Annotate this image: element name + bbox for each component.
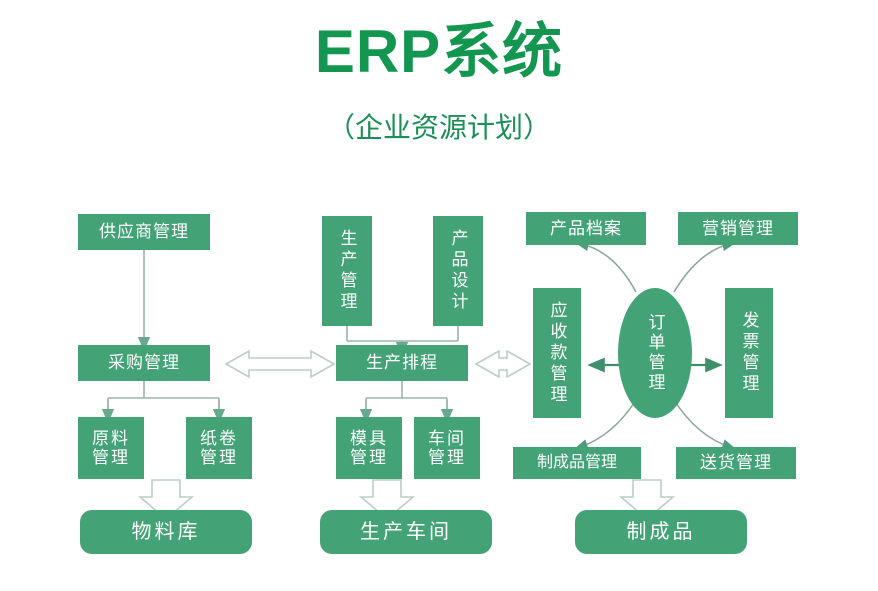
edge-purchase-branch — [107, 381, 220, 414]
node-raw-material-management[interactable]: 原料 管理 — [78, 417, 144, 479]
node-delivery-management[interactable]: 送货管理 — [676, 447, 796, 479]
hollow-double-arrow-purchase-plan — [224, 349, 336, 379]
edge-order-finished — [574, 399, 637, 450]
node-production-workshop[interactable]: 生产车间 — [320, 510, 492, 554]
node-production-management[interactable]: 生产管理 — [322, 216, 372, 326]
node-purchase-management[interactable]: 采购管理 — [78, 345, 210, 381]
node-material-storehouse[interactable]: 物料库 — [80, 510, 252, 554]
node-production-scheduling[interactable]: 生产排程 — [336, 345, 468, 381]
page-title: ERP系统 — [314, 18, 564, 85]
node-product-design[interactable]: 产品设计 — [433, 216, 483, 326]
node-mould-management[interactable]: 模具 管理 — [336, 417, 402, 479]
node-finished-goods[interactable]: 制成品 — [575, 510, 747, 554]
edge-plan-branch — [365, 381, 448, 414]
node-paper-roll-management[interactable]: 纸卷 管理 — [186, 417, 252, 479]
node-workshop-management[interactable]: 车间 管理 — [414, 417, 480, 479]
node-finished-product-management[interactable]: 制成品管理 — [513, 447, 641, 479]
node-receivable-management[interactable]: 应收款管理 — [533, 288, 581, 418]
node-order-management[interactable]: 订单管理 — [618, 288, 692, 418]
edge-order-delivery — [673, 399, 736, 450]
node-invoice-management[interactable]: 发票管理 — [725, 288, 773, 418]
node-supplier-management[interactable]: 供应商管理 — [78, 214, 210, 250]
edge-order-marketing — [673, 240, 736, 293]
hollow-double-arrow-plan-receivable — [474, 349, 532, 379]
page-subtitle: （企业资源计划） — [326, 113, 551, 144]
node-marketing-management[interactable]: 营销管理 — [678, 212, 798, 245]
node-product-file[interactable]: 产品档案 — [526, 212, 646, 245]
edge-order-product-file — [575, 240, 637, 293]
